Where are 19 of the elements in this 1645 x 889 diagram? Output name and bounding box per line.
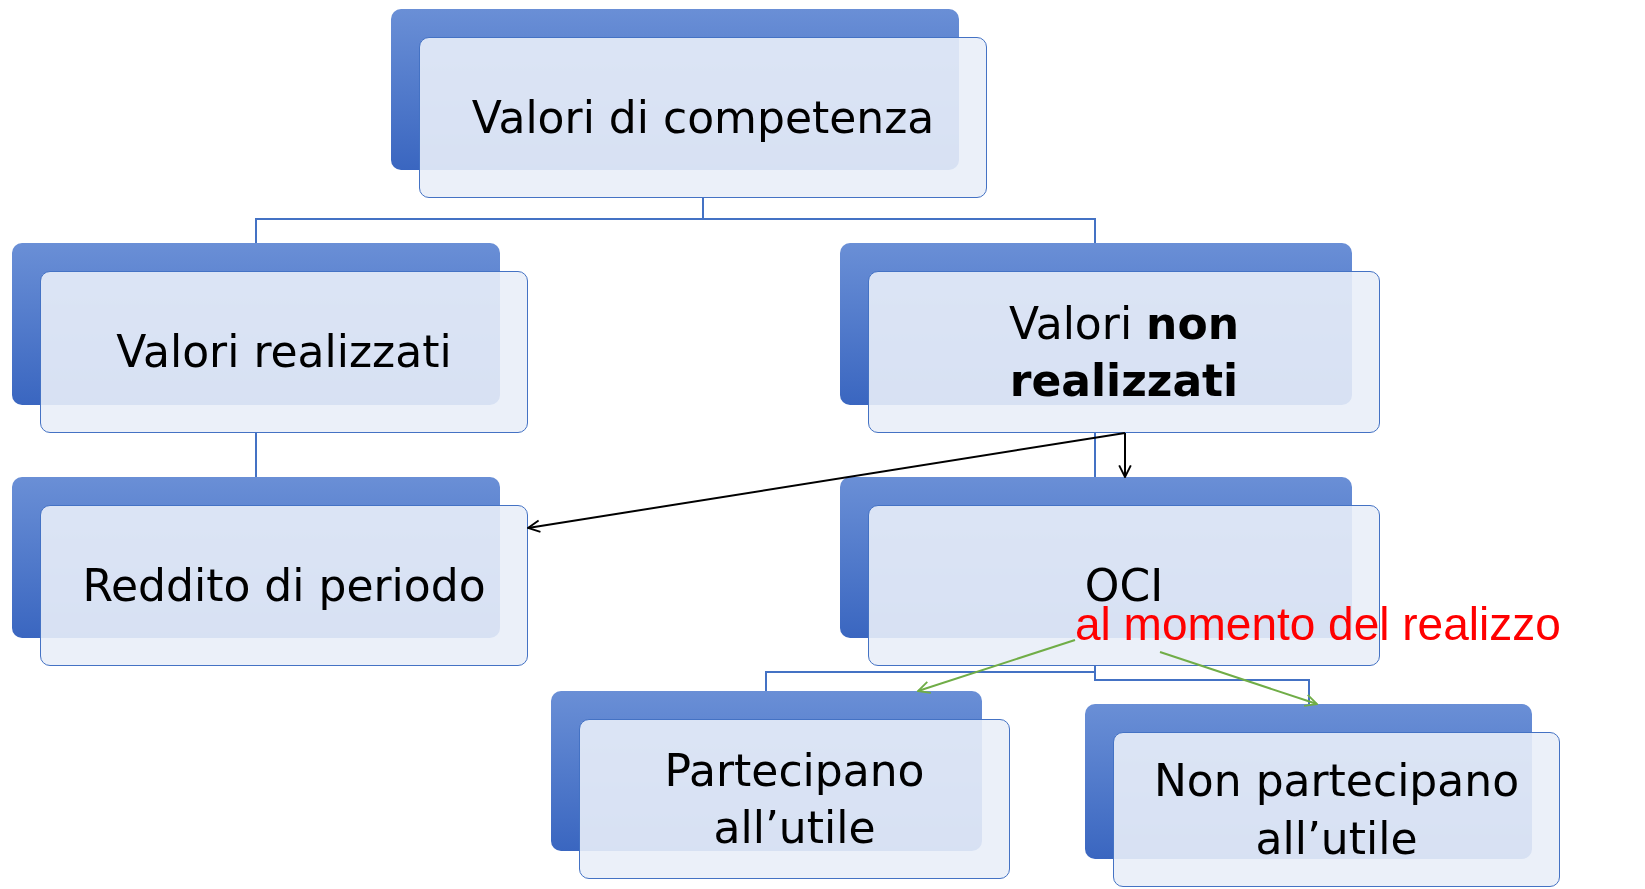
arrow: [527, 432, 1126, 533]
connector-line: [1094, 432, 1096, 478]
process-box: [12, 243, 528, 433]
connector-line: [255, 432, 257, 478]
arrow: [1159, 651, 1318, 707]
process-box: [391, 9, 987, 198]
process-box: [551, 691, 1010, 879]
box-label: Valori di competenza: [471, 90, 935, 145]
process-box: [1085, 704, 1560, 887]
box-label: Valori realizzati: [116, 325, 452, 380]
box-label: Valori non realizzati: [1008, 296, 1240, 408]
box-label: Partecipano all’utile: [663, 743, 926, 855]
box-label: Non partecipano all’utile: [1152, 754, 1521, 866]
process-box: [840, 243, 1380, 433]
arrow: [1118, 432, 1132, 478]
arrow: [917, 639, 1076, 694]
box-label: Reddito di periodo: [82, 558, 486, 613]
connector-line: [1094, 665, 1310, 705]
process-box: [12, 477, 528, 666]
